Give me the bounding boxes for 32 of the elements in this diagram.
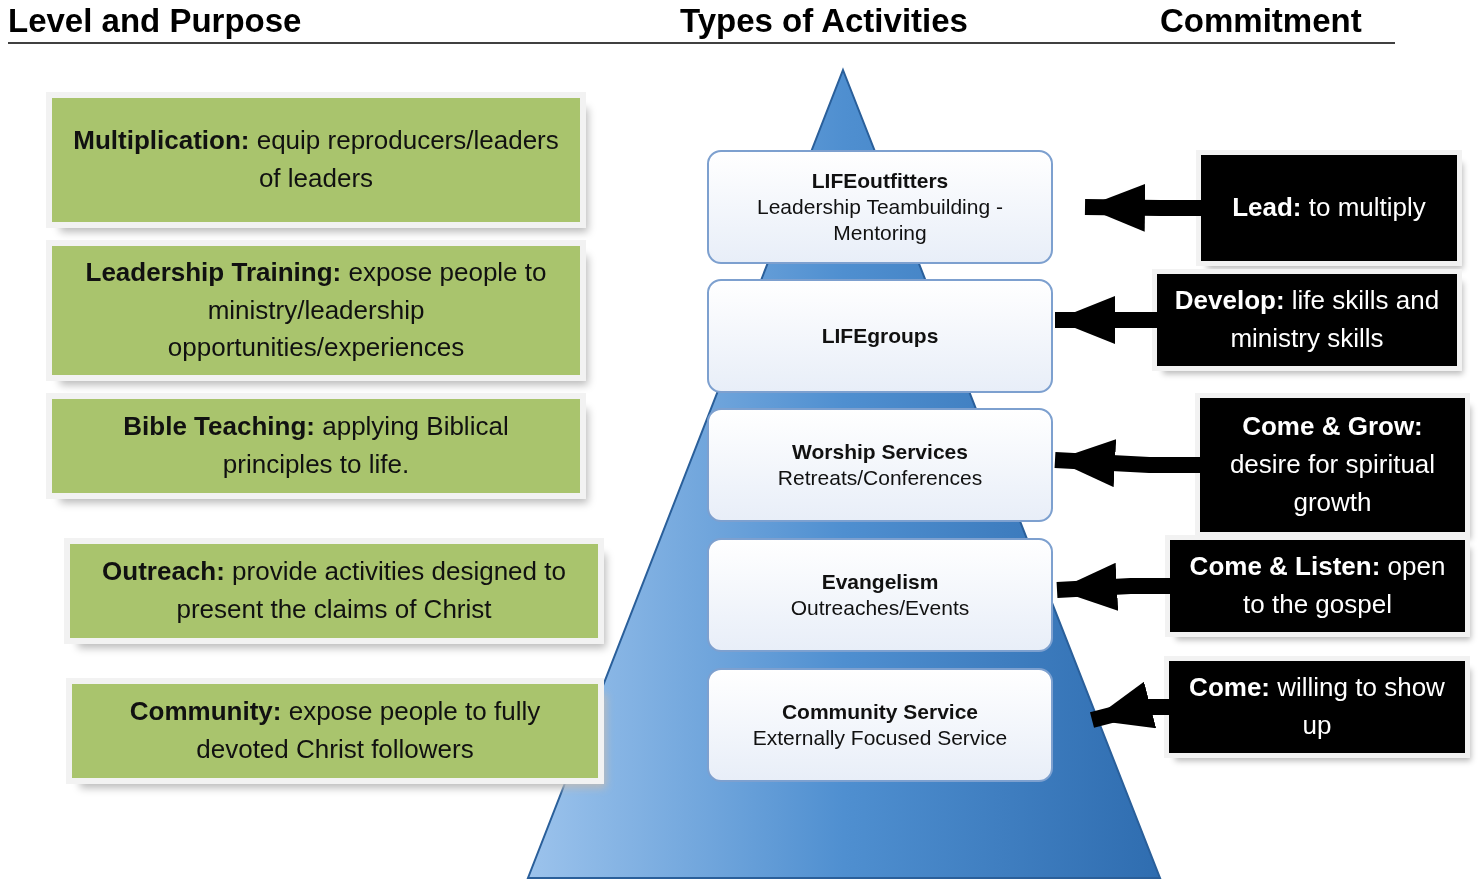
activity-box: [707, 150, 1053, 264]
block-arrow: [1090, 681, 1169, 729]
node-text: Retreats/Conferences: [777, 465, 983, 491]
node-text: Leadership Teambuilding - Mentoring: [756, 193, 1004, 247]
node-title: Worship Services: [792, 438, 968, 465]
node-title: Come & Listen: open to the gospel: [1188, 550, 1447, 621]
block-arrow: [1054, 439, 1200, 488]
block-arrow: [1084, 183, 1201, 232]
node-title: Leadership Training: expose people to ministry/leadership opportunities/experiences: [84, 255, 548, 365]
node-title: Outreach: provide activities designed to present the claims of Christ: [101, 555, 567, 626]
activity-box: [707, 279, 1053, 393]
block-arrow: [1055, 296, 1157, 344]
node-title: Evangelism: [821, 568, 939, 595]
column-heading: Level and Purpose: [8, 2, 302, 40]
node-title: Multiplication: equip reproducers/leaders of leaders: [72, 124, 560, 195]
node-title: LIFEgroups: [821, 322, 939, 349]
node-title: Come: willing to show up: [1188, 671, 1446, 742]
node-text: Externally Focused Service: [752, 725, 1008, 751]
node-title: Community Service: [781, 698, 979, 725]
block-arrow: [1056, 562, 1170, 611]
activity-box: [707, 668, 1053, 782]
node-title: LIFEoutfitters: [811, 167, 949, 194]
node-title: Community: expose people to fully devoted Christ followers: [128, 695, 542, 766]
node-title: Come & Grow: desire for spiritual growth: [1228, 410, 1437, 519]
node-title: Bible Teaching: applying Biblical principles to life.: [122, 410, 510, 481]
node-title: Lead: to multiply: [1232, 191, 1426, 225]
activity-box: [707, 538, 1053, 652]
column-heading: Types of Activities: [680, 2, 968, 40]
activity-box: [707, 408, 1053, 522]
node-text: Outreaches/Events: [790, 595, 970, 621]
node-title: Develop: life skills and ministry skills: [1173, 284, 1441, 355]
column-heading: Commitment: [1160, 2, 1362, 40]
